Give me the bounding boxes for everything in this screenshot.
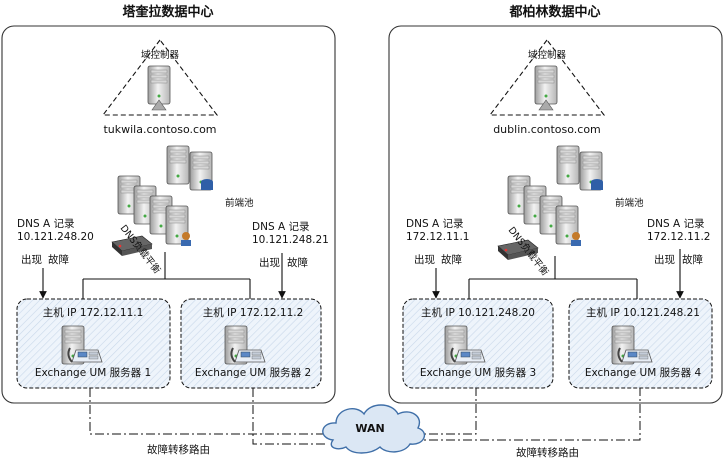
dns-record-ip: 172.12.11.1 <box>406 231 469 243</box>
frontend-pool-label: 前端池 <box>615 197 644 209</box>
um-server-box: 主机 IP 10.121.248.20 Exchange UM 服务器 3 <box>402 298 554 389</box>
dns-record-label: DNS A 记录 <box>252 221 309 233</box>
sql-server-icon <box>556 145 580 185</box>
um-server-ip: 主机 IP 172.12.11.1 <box>43 306 144 319</box>
frontend-pool-label: 前端池 <box>225 197 254 209</box>
domain-name: tukwila.contoso.com <box>103 123 216 136</box>
dns-record: DNS A 记录 10.121.248.21 出现 故障 <box>252 221 329 299</box>
dns-record-label: DNS A 记录 <box>17 218 74 230</box>
um-server-box: 主机 IP 172.12.11.2 Exchange UM 服务器 2 <box>180 298 322 389</box>
dns-up-label: 出现 <box>259 256 280 269</box>
dns-down-label: 故障 <box>441 253 462 266</box>
dns-record-ip: 10.121.248.21 <box>252 234 329 246</box>
um-server-name: Exchange UM 服务器 2 <box>195 366 311 379</box>
dns-up-label: 出现 <box>414 253 435 266</box>
dns-record: DNS A 记录 172.12.11.2 出现 故障 <box>647 218 710 299</box>
wan-label: WAN <box>355 422 384 435</box>
failover-route <box>412 388 641 441</box>
dns-up-label: 出现 <box>654 253 675 266</box>
dns-down-label: 故障 <box>48 253 69 266</box>
um-server-name: Exchange UM 服务器 1 <box>35 366 151 379</box>
server-icon <box>555 205 581 246</box>
domain-controller-label: 域控制器 <box>141 49 180 61</box>
load-balancer-icon <box>111 235 153 256</box>
pool-connector <box>82 252 251 300</box>
dns-record-ip: 10.121.248.20 <box>17 231 94 243</box>
um-server-ip: 主机 IP 10.121.248.21 <box>586 306 700 319</box>
failover-route-label: 故障转移路由 <box>147 443 210 456</box>
dns-record-label: DNS A 记录 <box>406 218 463 230</box>
failover-route <box>252 388 328 445</box>
um-server-box: 主机 IP 172.12.11.1 Exchange UM 服务器 1 <box>16 298 171 389</box>
domain-controller-dublin: 域控制器 dublin.contoso.com <box>488 39 606 136</box>
datacenter-title: 塔奎拉数据中心 <box>122 4 213 20</box>
dns-record: DNS A 记录 10.121.248.20 出现 故障 <box>17 218 94 299</box>
domain-controller-tukwila: 域控制器 tukwila.contoso.com <box>101 39 219 136</box>
um-server-ip: 主机 IP 10.121.248.20 <box>421 306 535 319</box>
domain-name: dublin.contoso.com <box>493 123 601 136</box>
domain-controller-icon <box>534 65 558 111</box>
dns-up-label: 出现 <box>21 253 42 266</box>
wan-cloud: WAN <box>322 404 426 454</box>
sql-server-icon <box>189 151 213 191</box>
domain-controller-label: 域控制器 <box>528 49 567 61</box>
pool-connector <box>468 256 638 300</box>
dns-down-label: 故障 <box>287 256 308 269</box>
failover-route <box>89 388 328 435</box>
domain-controller-icon <box>147 65 171 111</box>
dns-record-label: DNS A 记录 <box>647 218 704 230</box>
dns-down-label: 故障 <box>682 253 703 266</box>
dns-record-ip: 172.12.11.2 <box>647 231 710 243</box>
load-balancer-icon <box>497 239 539 260</box>
um-server-box: 主机 IP 10.121.248.21 Exchange UM 服务器 4 <box>568 298 713 389</box>
sql-server-icon <box>166 145 190 185</box>
failover-route-label: 故障转移路由 <box>516 446 579 459</box>
server-icon <box>165 205 191 246</box>
datacenter-title: 都柏林数据中心 <box>508 4 600 20</box>
um-server-name: Exchange UM 服务器 3 <box>420 366 536 379</box>
failover-route <box>412 388 477 435</box>
sql-server-icon <box>579 151 603 191</box>
um-server-name: Exchange UM 服务器 4 <box>585 366 702 379</box>
dns-record: DNS A 记录 172.12.11.1 出现 故障 <box>406 218 469 299</box>
um-server-ip: 主机 IP 172.12.11.2 <box>203 306 304 319</box>
